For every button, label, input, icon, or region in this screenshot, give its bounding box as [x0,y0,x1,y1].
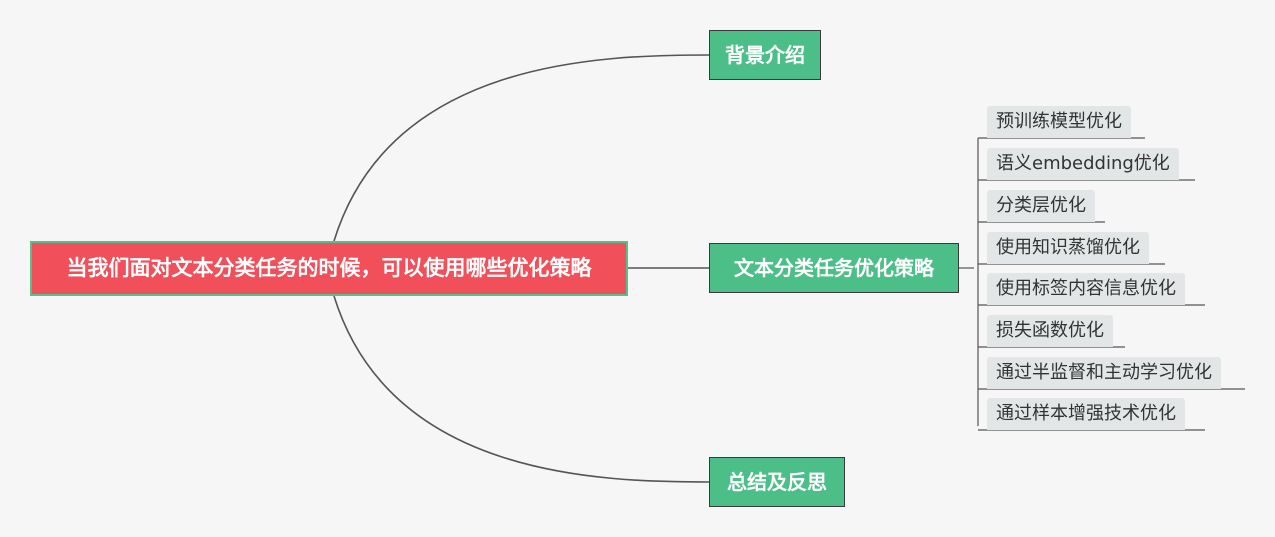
leaf-pretrained-model[interactable]: 预训练模型优化 [987,106,1131,138]
root-to-branch-3-curve [333,295,710,483]
leaf-semi-supervised-active-learning[interactable]: 通过半监督和主动学习优化 [987,357,1221,389]
leaf-data-augmentation[interactable]: 通过样本增强技术优化 [987,398,1185,430]
root-topic[interactable]: 当我们面对文本分类任务的时候，可以使用哪些优化策略 [30,241,628,296]
branch-optimization-strategies[interactable]: 文本分类任务优化策略 [709,243,959,293]
leaf-loss-function[interactable]: 损失函数优化 [987,315,1113,347]
leaf-label-content[interactable]: 使用标签内容信息优化 [987,273,1185,305]
branch-background[interactable]: 背景介绍 [709,30,821,80]
root-to-branch-1-curve [333,54,710,242]
leaf-knowledge-distillation[interactable]: 使用知识蒸馏优化 [987,232,1149,264]
leaf-semantic-embedding[interactable]: 语义embedding优化 [987,148,1179,180]
branch-summary[interactable]: 总结及反思 [709,457,845,507]
leaf-classification-layer[interactable]: 分类层优化 [987,190,1095,222]
